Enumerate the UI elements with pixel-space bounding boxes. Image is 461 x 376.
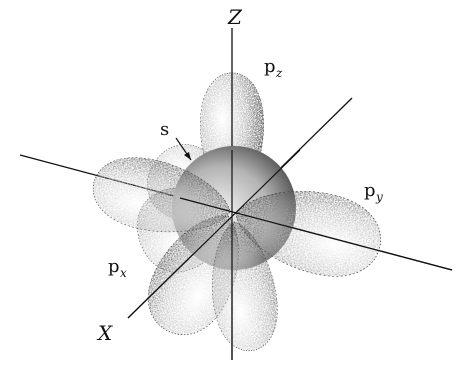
py-label: p y [364, 180, 383, 204]
svg-text:p: p [264, 56, 276, 77]
z-axis-label: Z [227, 5, 243, 29]
y-axis-front [179, 197, 453, 271]
s-label: s [160, 119, 169, 140]
svg-text:z: z [275, 66, 283, 80]
svg-text:p: p [364, 180, 376, 201]
svg-text:y: y [375, 190, 383, 204]
s-pointer-arrow [175, 137, 192, 161]
x-axis-label: X [96, 321, 113, 345]
pz-label: p z [264, 56, 283, 80]
px-label: p x [108, 256, 127, 280]
svg-text:p: p [108, 256, 120, 277]
svg-text:x: x [120, 266, 127, 280]
x-axis-front [127, 149, 301, 319]
